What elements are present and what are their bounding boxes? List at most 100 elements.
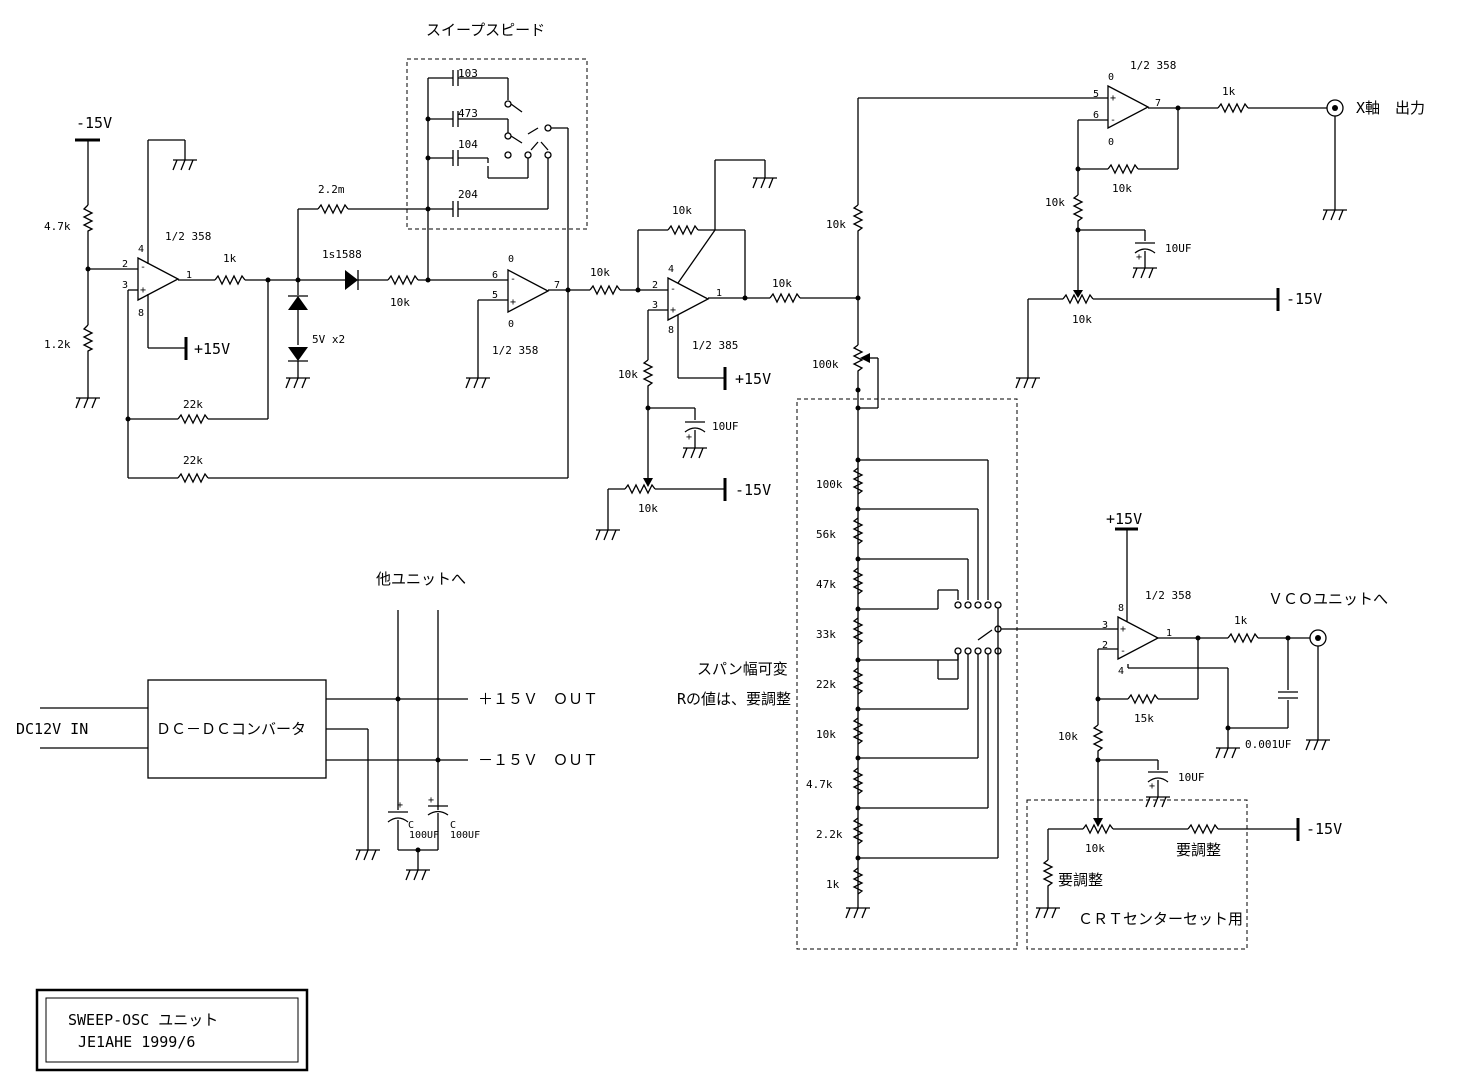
ground-icon (75, 397, 100, 409)
ground-icon (1215, 747, 1240, 759)
opamp-4 (1107, 84, 1150, 130)
svg-text:3: 3 (652, 300, 658, 311)
resistor-15k (1127, 693, 1159, 705)
cap2-mark: C (450, 820, 456, 831)
svg-text:+: + (1110, 93, 1116, 104)
resistor-1k-vco (1227, 632, 1259, 644)
ground-icon (465, 377, 490, 389)
svg-text:2: 2 (122, 259, 128, 270)
rotary-switch (487, 100, 569, 290)
vco-r-bias-label: 10k (1058, 730, 1078, 743)
vco-cap-out-label: 0.001UF (1245, 738, 1291, 751)
out-pos-label: ＋１５Ｖ ＯＵＴ (478, 690, 598, 708)
resistor-10k-xbias (1072, 194, 1084, 225)
ground-icon (405, 869, 430, 881)
ground-icon (595, 529, 620, 541)
crt-label: ＣＲＴセンターセット用 (1078, 910, 1243, 928)
diode-label: 1s1588 (322, 248, 362, 261)
svg-text:3: 3 (122, 280, 128, 291)
x-r-top-label: 10k (826, 218, 846, 231)
zener-diode-1 (288, 296, 308, 310)
svg-text:8: 8 (1118, 603, 1124, 614)
span-r1: 56k (816, 528, 836, 541)
svg-text:0: 0 (1108, 137, 1114, 148)
title-line1: SWEEP-OSC ユニット (68, 1011, 218, 1029)
resistor-2-2m (317, 203, 349, 215)
opamp-2 (507, 268, 550, 314)
zener-diode-2 (288, 347, 308, 361)
r-in-label: 10k (390, 296, 410, 309)
ground-icon (1145, 796, 1170, 808)
cap-473-label: 473 (458, 107, 478, 120)
power-title: 他ユニットへ (376, 570, 466, 588)
x-r-out-label: 1k (1222, 85, 1236, 98)
opamp-1 (137, 256, 180, 302)
resistor-1k (214, 274, 246, 286)
x-output-label: X軸 出力 (1356, 99, 1425, 117)
vco-r-out-label: 1k (1234, 614, 1248, 627)
x-opamp-label: 1/2 358 (1130, 59, 1176, 72)
resistor-10k-bias (642, 359, 654, 390)
ground-icon (1015, 377, 1040, 389)
svg-text:+: + (510, 297, 516, 308)
buf-rail-neg-label: -15V (735, 481, 771, 499)
ground-icon (355, 849, 380, 861)
svg-text:7: 7 (1155, 98, 1161, 109)
resistor-adj-left (1042, 859, 1054, 890)
opamp1-label: 1/2 358 (165, 230, 211, 243)
ground-icon (1322, 209, 1347, 221)
span-label2: Rの値は、要調整 (677, 690, 791, 708)
span-r7: 2.2k (816, 828, 843, 841)
vco-r-fb-label: 15k (1134, 712, 1154, 725)
resistor-10k-fb (667, 224, 699, 236)
x-output-stage: 10k 5 6 + - 0 0 7 1/2 358 10k 1k X軸 出力 (826, 59, 1425, 389)
sweep-speed-box: スイープスピード 103 473 104 204 (406, 21, 588, 290)
r-fb1-label: 22k (183, 398, 203, 411)
span-r3: 33k (816, 628, 836, 641)
title-line2: JE1AHE 1999/6 (78, 1033, 195, 1051)
span-r0: 100k (816, 478, 843, 491)
cap-104-label: 104 (458, 138, 478, 151)
svg-text:0: 0 (508, 319, 514, 330)
resistor-22k-a (177, 413, 209, 425)
svg-text:-: - (670, 284, 676, 295)
output-jack-icon (1309, 629, 1327, 647)
ground-icon (172, 159, 197, 171)
power-section: 他ユニットへ DC12V IN ＤＣ－ＤＣコンバータ ＋１５Ｖ ＯＵＴ －１５Ｖ… (16, 570, 598, 881)
span-r5: 10k (816, 728, 836, 741)
span-r2: 47k (816, 578, 836, 591)
vco-label: ＶＣＯユニットへ (1268, 590, 1388, 608)
ground-icon (1132, 267, 1157, 279)
r-timing-label: 2.2m (318, 183, 345, 196)
resistor-4-7k (82, 204, 94, 245)
span-r6: 4.7k (806, 778, 833, 791)
x-pot-label: 10k (1072, 313, 1092, 326)
resistor-10k-in (589, 284, 621, 296)
x-r-fb-label: 10k (1112, 182, 1132, 195)
ground-icon (682, 447, 707, 459)
vco-cap-label: 10UF (1178, 771, 1205, 784)
opamp-5 (1117, 615, 1160, 661)
svg-text:1: 1 (716, 288, 722, 299)
svg-text:-: - (1110, 115, 1116, 126)
span-r8: 1k (826, 878, 840, 891)
range-switch (937, 460, 1108, 858)
resistor-10k (387, 274, 419, 286)
vco-adj1-label: 要調整 (1058, 871, 1103, 889)
svg-text:4: 4 (668, 264, 674, 275)
span-ladder: 100k 56k 47k 33k 22k 10k 4.7k (806, 457, 998, 919)
opamp2-label: 1/2 358 (492, 344, 538, 357)
x-cap-label: 10UF (1165, 242, 1192, 255)
svg-text:+: + (1136, 252, 1142, 263)
power-input-label: DC12V IN (16, 720, 88, 738)
svg-text:+: + (428, 795, 434, 806)
buf-rail-pos-label: +15V (735, 370, 771, 388)
ground-icon (1035, 907, 1060, 919)
cap1-label: 100UF (409, 830, 439, 841)
output-jack-icon (1326, 99, 1344, 117)
svg-text:4: 4 (138, 244, 144, 255)
svg-text:5: 5 (1093, 89, 1099, 100)
pot-10k-crt (1082, 823, 1114, 835)
pot-10k-x (1062, 293, 1094, 305)
